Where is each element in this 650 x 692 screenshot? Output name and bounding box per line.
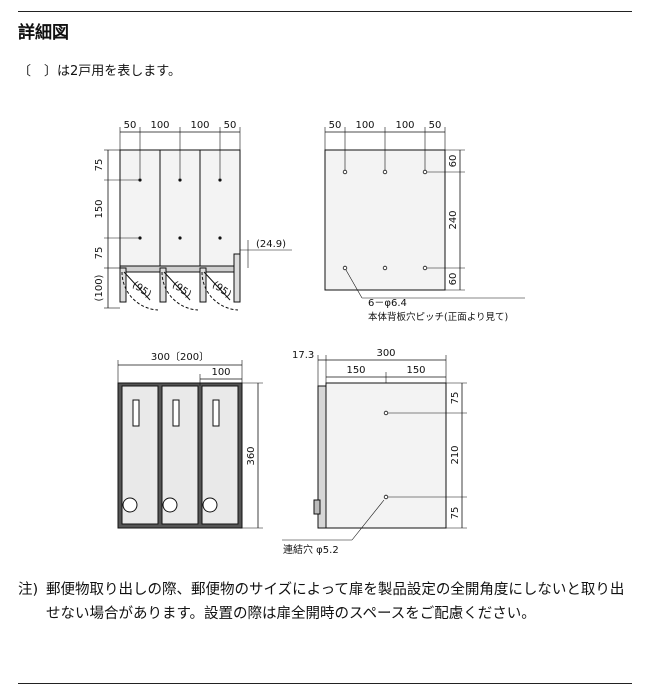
front-top-dim-left-3: (100) (94, 274, 105, 301)
back-top-dim-right-2: 60 (448, 273, 459, 286)
back-top-dim-top-2: 100 (395, 120, 414, 131)
front-top-view (104, 127, 292, 311)
back-top-hole-label: 6－φ6.4 (368, 298, 407, 309)
front-top-dim-left-1: 150 (94, 199, 105, 218)
side-bottom-offset: 17.3 (292, 350, 314, 361)
front-top-dim-top-1: 100 (150, 120, 169, 131)
front-top-arc-1: (95) (170, 280, 193, 301)
note-body: 郵便物取り出しの際、郵便物のサイズによって扉を製品設定の全開角度にしないと取り出… (46, 582, 625, 622)
front-top-dim-left-2: 75 (94, 247, 105, 260)
front-top-arc-2: (95) (210, 280, 233, 301)
legend-text: 〔 〕は2戸用を表します。 (18, 64, 181, 79)
front-bottom-width: 300〔200〕 (151, 351, 209, 363)
side-bottom-view (313, 382, 447, 529)
back-top-dim-top-3: 50 (429, 120, 442, 131)
back-top-dim-right-1: 240 (448, 210, 459, 229)
front-top-dim-top-0: 50 (124, 120, 137, 131)
front-top-swing: (24.9) (256, 239, 286, 250)
side-bottom-half-0: 150 (346, 365, 365, 376)
section-title: 詳細図 (18, 23, 69, 43)
caution-note: 注) 郵便物取り出しの際、郵便物のサイズによって扉を製品設定の全開角度にしないと… (18, 578, 638, 626)
front-bottom-unit: 100 (211, 367, 230, 378)
back-top-holes (342, 169, 428, 271)
front-bottom-height: 360 (246, 446, 257, 465)
front-top-dim-top-3: 50 (224, 120, 237, 131)
back-top-dim-right-0: 60 (448, 155, 459, 168)
back-top-dim-top-0: 50 (329, 120, 342, 131)
back-top-dim-top-1: 100 (355, 120, 374, 131)
side-bottom-dim-right-1: 210 (450, 445, 461, 464)
top-rule (18, 11, 632, 12)
front-top-holes (138, 178, 222, 240)
side-bottom-hole-label: 連結穴 φ5.2 (283, 543, 339, 556)
front-top-dim-top-2: 100 (190, 120, 209, 131)
side-bottom-dim-right-0: 75 (450, 392, 461, 405)
note-head: 注) (18, 582, 39, 598)
side-bottom-dim-right-2: 75 (450, 507, 461, 520)
back-top-view (324, 127, 525, 299)
side-bottom-width: 300 (376, 348, 395, 359)
side-bottom-half-1: 150 (406, 365, 425, 376)
side-bottom-holes (383, 410, 389, 500)
side-bottom-dims (282, 355, 467, 541)
back-top-hole-caption: 本体背板穴ピッチ(正面より見て) (368, 311, 508, 323)
front-bottom-dims (117, 360, 263, 529)
front-top-arc-0: (95) (130, 280, 153, 301)
bottom-rule (18, 683, 632, 684)
front-top-dim-left-0: 75 (94, 159, 105, 172)
front-bottom-view (117, 382, 243, 529)
